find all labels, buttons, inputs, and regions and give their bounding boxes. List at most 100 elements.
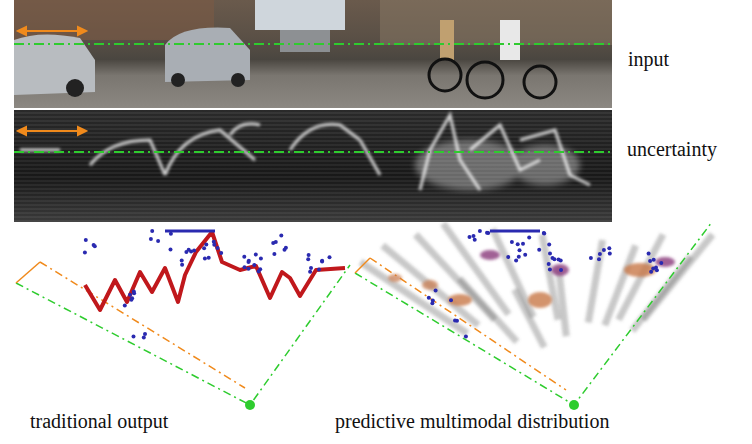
lidar-point [308,270,312,274]
lidar-point [659,261,663,265]
camera-dot [245,400,255,410]
lidar-point [597,257,601,261]
lidar-point [608,252,612,256]
figure-label: traditional output [30,410,168,432]
figure-label: uncertainty [627,138,717,160]
lidar-point [514,259,518,263]
lidar-point [537,248,541,252]
lidar-point [92,243,96,247]
lidar-point [307,253,311,257]
lidar-point [589,256,593,260]
lidar-point [485,231,489,235]
figure-label: predictive multimodal distribution [335,410,609,432]
lidar-points [83,229,663,339]
lidar-point [204,243,208,247]
lidar-point [169,232,173,236]
lidar-point [547,262,551,266]
lidar-point [219,251,223,255]
lidar-point [83,251,87,255]
lidar-point [169,247,173,251]
lidar-point [648,259,652,263]
lidar-point [516,242,520,246]
lidar-point [242,255,246,259]
lidar-point [473,238,477,242]
uncertainty-ray [559,268,567,337]
lidar-point [453,318,457,322]
uncertainty-ray [643,235,712,320]
cyclist [500,20,520,60]
lidar-point [542,231,546,235]
camera-dot [569,400,579,410]
uncertainty-ray [460,279,517,342]
lidar-point [84,238,88,242]
lidar-point [478,229,482,233]
distribution-modes [388,250,675,308]
lidar-point [309,266,313,270]
lidar-point [647,252,651,256]
uncertainty-map [14,110,612,222]
lidar-point [559,268,563,272]
lidar-point [123,304,127,308]
input-photo [14,0,612,108]
lidar-point [132,291,136,295]
lidar-point [252,263,256,267]
lidar-point [207,256,211,260]
uncertainty-streaks [20,115,590,190]
building [380,0,612,45]
figure-label: input [628,48,669,70]
lidar-point [527,235,531,239]
lidar-point [317,267,321,271]
lidar-point [464,335,468,339]
lidar-point [320,259,324,263]
sky [255,0,345,30]
lidar-point [598,252,602,256]
lidar-point [272,252,276,256]
lidar-point [607,246,611,250]
lidar-point [143,332,147,336]
lidar-point [449,298,453,302]
lidar-point [212,240,216,244]
lidar-point [542,231,546,235]
lidar-point [306,257,310,261]
predicted-depth-line [85,232,345,310]
lidar-point [184,250,188,254]
lidar-point [518,248,522,252]
uncertainty-fan [361,224,713,348]
lidar-point [259,257,263,261]
lidar-point [654,266,658,270]
lidar-point [510,240,514,244]
lidar-point [517,255,521,259]
lidar-point [254,253,258,257]
lidar-point [149,237,153,241]
lidar-point [602,248,606,252]
lidar-point [548,268,552,272]
lidar-point [547,242,551,246]
lidar-point [283,248,287,252]
lidar-point [142,335,146,339]
lidar-point [320,259,324,263]
lidar-point [559,258,563,262]
lidar-point [180,263,184,267]
lidar-point [430,301,434,305]
lidar-point [548,251,552,255]
lidar-point [150,229,154,233]
lidar-point [551,256,555,260]
lidar-point [427,296,431,300]
lidar-point [652,258,656,262]
lidar-point [243,265,247,269]
lidar-point [468,235,472,239]
lidar-point [523,253,527,257]
lidar-point [202,246,206,250]
cyclist [440,20,454,60]
lidar-point [203,257,207,261]
lidar-point [216,246,220,250]
lidar-point [434,288,438,292]
lidar-point [132,335,136,339]
lidar-point [328,255,332,259]
lidar-point [156,239,160,243]
lidar-point [472,234,476,238]
uncertainty-ray [588,240,602,323]
lidar-point [247,267,251,271]
lidar-point [279,234,283,238]
lidar-point [271,241,275,245]
